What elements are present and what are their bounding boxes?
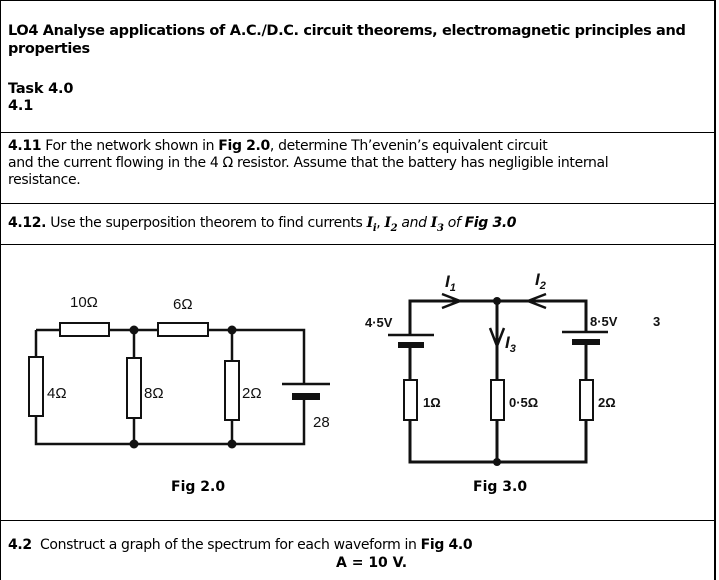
label-1-ohm: 1Ω bbox=[423, 395, 441, 410]
figure-reference: Fig 4.0 bbox=[420, 537, 473, 553]
section-divider bbox=[0, 520, 714, 521]
resistor-2-ohm bbox=[579, 379, 594, 421]
figure-reference: Fig 3.0 bbox=[464, 215, 517, 231]
task-subtitle: 4.1 bbox=[8, 98, 34, 114]
label-0-5-ohm: 0·5Ω bbox=[509, 395, 538, 410]
wire bbox=[34, 400, 306, 446]
question-number: 4.12. bbox=[8, 215, 47, 231]
arrow-i3-icon bbox=[488, 327, 506, 350]
label-current-i2: I2 bbox=[535, 270, 546, 292]
question-4-11-line-3: resistance. bbox=[8, 172, 81, 188]
label-6-ohm: 6Ω bbox=[173, 296, 193, 313]
current-symbol: I bbox=[430, 215, 438, 231]
stray-mark: 3 bbox=[653, 314, 660, 329]
learning-outcome-heading: LO4 Analyse applications of A.C./D.C. ci… bbox=[8, 23, 686, 40]
junction-node bbox=[129, 439, 139, 449]
subscript: i bbox=[372, 222, 377, 234]
battery-left-short-plate bbox=[398, 342, 424, 348]
label-28-volt: 28V bbox=[313, 414, 330, 431]
task-title: Task 4.0 bbox=[8, 81, 74, 97]
junction-node bbox=[493, 458, 501, 466]
fig-2-caption: Fig 2.0 bbox=[171, 479, 226, 495]
section-divider bbox=[0, 244, 714, 245]
label-4-5-volt: 4·5V bbox=[365, 315, 393, 330]
section-divider bbox=[0, 132, 714, 133]
label-2-ohm: 2Ω bbox=[242, 385, 262, 402]
resistor-0-5-ohm bbox=[490, 379, 505, 421]
label-10-ohm: 10Ω bbox=[70, 294, 98, 311]
fig-3-caption: Fig 3.0 bbox=[473, 479, 528, 495]
heading-line-2: properties bbox=[8, 41, 90, 57]
subscript: 3 bbox=[436, 222, 444, 234]
conjunction: and bbox=[397, 215, 431, 231]
amplitude-note: A = 10 V. bbox=[336, 555, 408, 571]
question-text: Construct a graph of the spectrum for ea… bbox=[31, 537, 421, 553]
current-symbol: I bbox=[384, 215, 391, 231]
resistor-1-ohm bbox=[403, 379, 418, 421]
fig-2-circuit: 10Ω 6Ω 4Ω 8Ω 2Ω 28V bbox=[28, 294, 330, 449]
resistor-2-ohm bbox=[224, 360, 240, 421]
arrow-i1-icon bbox=[441, 292, 464, 310]
question-4-12: 4.12. Use the superposition theorem to f… bbox=[8, 215, 517, 237]
label-8-ohm: 8Ω bbox=[144, 385, 164, 402]
question-text: Use the superposition theorem to find cu… bbox=[46, 215, 367, 231]
resistor-8-ohm bbox=[126, 357, 142, 419]
battery-right-short-plate bbox=[572, 339, 600, 345]
fig-3-circuit: 4·5V 8·5V 3 1Ω 0·5Ω 2Ω I1 I2 I3 bbox=[365, 270, 660, 466]
label-current-i1: I1 bbox=[445, 272, 456, 294]
heading-line-1: LO4 Analyse applications of A.C./D.C. ci… bbox=[8, 23, 686, 39]
figure-reference: Fig 2.0 bbox=[218, 138, 270, 154]
separator: , bbox=[376, 215, 385, 231]
junction-node bbox=[227, 325, 237, 335]
resistor-6-ohm bbox=[157, 322, 209, 337]
wire bbox=[208, 328, 306, 384]
learning-outcome-heading-cont: properties bbox=[8, 41, 90, 58]
question-4-2: 4.2 Construct a graph of the spectrum fo… bbox=[8, 537, 473, 554]
section-divider bbox=[0, 203, 714, 204]
subscript: 2 bbox=[390, 222, 398, 234]
arrow-i2-icon bbox=[524, 292, 547, 310]
junction-node bbox=[227, 439, 237, 449]
junction-node bbox=[129, 325, 139, 335]
current-symbol: I bbox=[366, 215, 374, 231]
preposition: of bbox=[443, 215, 465, 231]
question-4-11-line-2: and the current flowing in the 4 Ω resis… bbox=[8, 155, 609, 171]
label-8-5-volt: 8·5V bbox=[590, 314, 618, 329]
resistor-10-ohm bbox=[59, 322, 110, 337]
junction-node bbox=[493, 297, 501, 305]
battery-short-plate bbox=[292, 393, 320, 400]
question-text: For the network shown in bbox=[45, 138, 219, 154]
question-number: 4.11 bbox=[8, 138, 42, 154]
label-current-i3: I3 bbox=[505, 333, 516, 355]
resistor-4-ohm bbox=[28, 356, 44, 417]
label-2-ohm: 2Ω bbox=[598, 395, 616, 410]
question-number: 4.2 bbox=[8, 537, 32, 553]
question-4-11: 4.11 For the network shown in Fig 2.0, d… bbox=[8, 138, 548, 155]
label-4-ohm: 4Ω bbox=[47, 385, 67, 402]
question-text: , determine Th’evenin’s equivalent circu… bbox=[269, 138, 548, 154]
